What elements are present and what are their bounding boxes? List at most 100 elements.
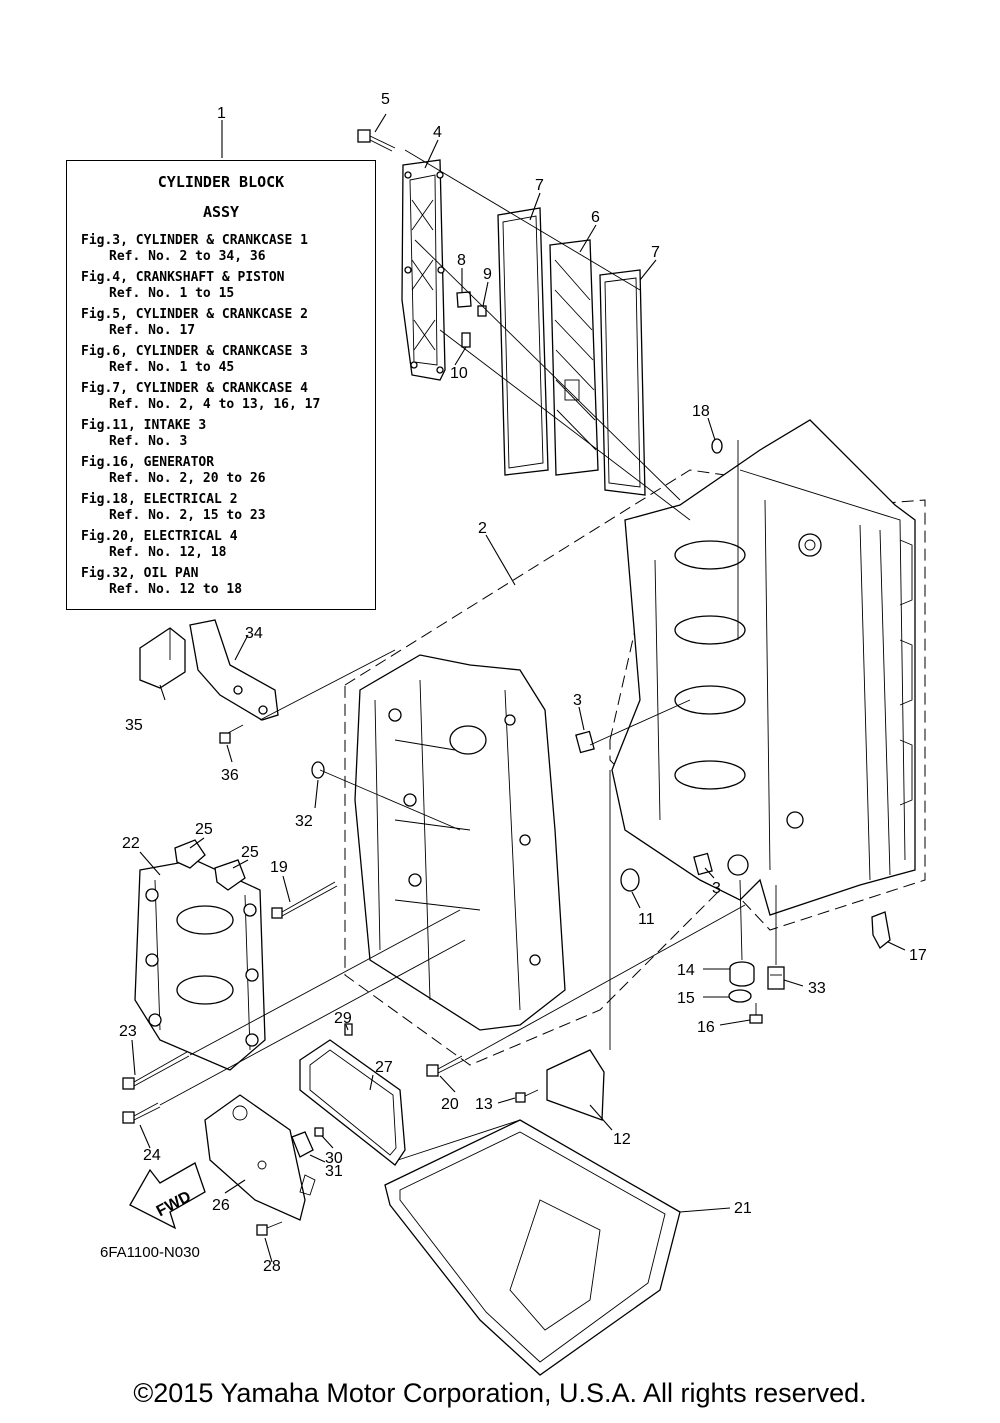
callout-7: 7 (651, 244, 660, 261)
figure-name: Fig.7, CYLINDER & CRANKCASE 4 (81, 381, 308, 396)
figure-name: Fig.18, ELECTRICAL 2 (81, 492, 238, 507)
o-ring-part-18 (711, 438, 723, 454)
crankcase-dashed-outline (344, 469, 761, 1066)
callout-21: 21 (734, 1200, 752, 1217)
leader-lines (131, 113, 906, 1263)
figure-name: Fig.16, GENERATOR (81, 455, 215, 470)
callout-20: 20 (441, 1096, 459, 1113)
callout-22: 22 (122, 835, 140, 852)
figure-ref-numbers: Ref. No. 1 to 15 (109, 286, 235, 301)
callout-numbers: 1 2 3 3 4 5 6 7 7 8 9 10 11 12 13 14 15 … (119, 91, 927, 1275)
cylinder-block-part-2 (611, 419, 916, 916)
baffle-plate-part-6 (549, 239, 599, 476)
gasket-part-7-right (599, 269, 646, 496)
callout-13: 13 (475, 1096, 493, 1113)
callout-7: 7 (535, 177, 544, 194)
exhaust-cover-part-4 (401, 159, 446, 381)
callout-2: 2 (478, 520, 487, 537)
legend-title: CYLINDER BLOCK (157, 173, 285, 191)
bolt-part-24 (122, 1102, 161, 1124)
figure-ref-numbers: Ref. No. 1 to 45 (109, 360, 235, 375)
figure-ref-numbers: Ref. No. 3 (109, 434, 188, 449)
cylinder-head-part-22 (134, 859, 266, 1071)
oil-pan-gasket-part-21 (384, 1119, 681, 1376)
callout-12: 12 (613, 1131, 631, 1148)
figure-ref-numbers: Ref. No. 12 to 18 (109, 582, 243, 597)
callout-16: 16 (697, 1019, 715, 1036)
figure-ref-numbers: Ref. No. 12, 18 (109, 545, 227, 560)
cap-part-14 (729, 961, 755, 987)
figure-name: Fig.3, CYLINDER & CRANKCASE 1 (81, 233, 308, 248)
cap-part-25-right (214, 859, 246, 891)
figure-name: Fig.6, CYLINDER & CRANKCASE 3 (81, 344, 308, 359)
callout-26: 26 (212, 1197, 230, 1214)
callout-15: 15 (677, 990, 695, 1007)
small-parts-8-9-10 (456, 291, 487, 348)
callout-25: 25 (195, 821, 213, 838)
bolt-part-23 (122, 1051, 190, 1090)
callout-18: 18 (692, 403, 710, 420)
callout-32: 32 (295, 813, 313, 830)
callout-19: 19 (270, 859, 288, 876)
pin-part-29 (344, 1023, 353, 1036)
callout-8: 8 (457, 252, 466, 269)
plate-part-12 (546, 1049, 605, 1121)
callout-31: 31 (325, 1163, 343, 1180)
dowel-pin-part-3-lower (693, 852, 713, 876)
callout-24: 24 (143, 1147, 161, 1164)
figure-ref-numbers: Ref. No. 2, 20 to 26 (109, 471, 266, 486)
bolt-part-20 (426, 1055, 465, 1077)
callout-17: 17 (909, 947, 927, 964)
cover-part-26 (204, 1094, 306, 1221)
callout-27: 27 (375, 1059, 393, 1076)
bolt-part-19 (271, 881, 338, 919)
dowel-pin-part-3-upper (575, 730, 595, 754)
sensor-part-31 (291, 1131, 316, 1196)
gasket-part-27 (299, 1039, 406, 1166)
cap-part-25-left (174, 839, 206, 869)
callout-3: 3 (712, 880, 721, 897)
o-ring-part-11 (620, 868, 640, 892)
callout-35: 35 (125, 717, 143, 734)
reference-legend-box: CYLINDER BLOCK ASSY Fig.3, CYLINDER & CR… (66, 160, 376, 610)
figure-ref-numbers: Ref. No. 2 to 34, 36 (109, 249, 266, 264)
bolt-part-30 (314, 1127, 324, 1137)
figure-ref-numbers: Ref. No. 2, 15 to 23 (109, 508, 266, 523)
callout-10: 10 (450, 365, 468, 382)
figure-name: Fig.32, OIL PAN (81, 566, 199, 581)
bolt-part-5 (357, 129, 396, 152)
figure-name: Fig.4, CRANKSHAFT & PISTON (81, 270, 285, 285)
o-ring-part-15 (728, 989, 752, 1003)
figure-name: Fig.5, CYLINDER & CRANKCASE 2 (81, 307, 308, 322)
forward-arrow-icon: FWD (129, 1162, 206, 1230)
callout-33: 33 (808, 980, 826, 997)
crankcase-half (354, 654, 566, 1031)
cover-part-35 (139, 627, 186, 689)
legend-subtitle: ASSY (202, 203, 240, 221)
gasket-part-7-left (497, 207, 549, 476)
bolt-part-28 (256, 1221, 283, 1236)
callout-29: 29 (334, 1010, 352, 1027)
bracket-part-34 (189, 619, 279, 721)
figure-ref-numbers: Ref. No. 17 (109, 323, 196, 338)
callout-14: 14 (677, 962, 695, 979)
figure-name: Fig.11, INTAKE 3 (81, 418, 207, 433)
callout-6: 6 (591, 209, 600, 226)
bolt-part-36 (219, 724, 244, 744)
bolt-part-16 (749, 1003, 763, 1024)
o-ring-part-32 (311, 761, 325, 779)
figure-ref-numbers: Ref. No. 2, 4 to 13, 16, 17 (109, 397, 321, 412)
callout-34: 34 (245, 625, 263, 642)
callout-4: 4 (433, 124, 442, 141)
